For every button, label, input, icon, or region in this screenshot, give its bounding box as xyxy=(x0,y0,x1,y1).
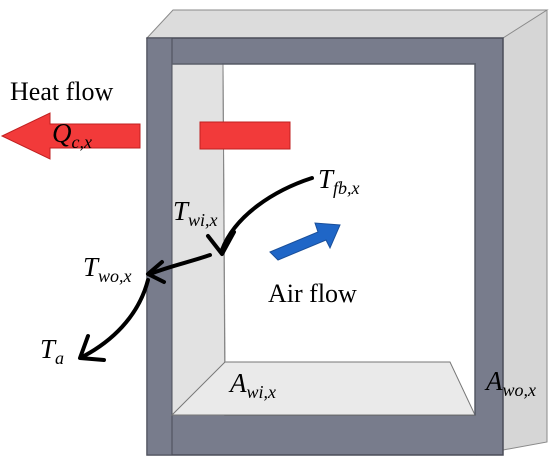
a-wox-label: Awo,x xyxy=(484,366,536,400)
t-a-label: Ta xyxy=(40,334,64,368)
curve-fb-to-wi-arrowhead xyxy=(206,230,236,256)
curve-fb-to-wi xyxy=(220,176,314,252)
frame-top-side xyxy=(145,9,549,39)
t-wox-label: Two,x xyxy=(83,252,132,286)
curve-wo-to-a-arrowhead xyxy=(78,334,106,362)
heat-flow-bar xyxy=(199,121,291,150)
inner-back-edge xyxy=(222,63,226,363)
air-flow-label: Air flow xyxy=(268,279,357,308)
a-wix-label: Awi,x xyxy=(228,368,276,402)
q-cx-label: Qc,x xyxy=(52,118,92,152)
air-flow-arrow xyxy=(269,222,341,261)
curve-wi-to-wo xyxy=(148,253,212,276)
curve-wi-to-wo-arrowhead xyxy=(146,260,166,284)
curve-wo-to-a xyxy=(82,278,150,358)
heat-flow-label: Heat flow xyxy=(10,77,113,106)
inner-bottom-wall xyxy=(170,361,476,416)
frame-front-left-strip xyxy=(146,37,173,456)
inner-opening xyxy=(198,64,475,415)
t-wix-label: Twi,x xyxy=(173,196,218,230)
t-fbx-label: Tfb,x xyxy=(318,164,360,198)
heat-flow-arrow xyxy=(0,112,141,160)
inner-left-wall xyxy=(171,63,226,416)
